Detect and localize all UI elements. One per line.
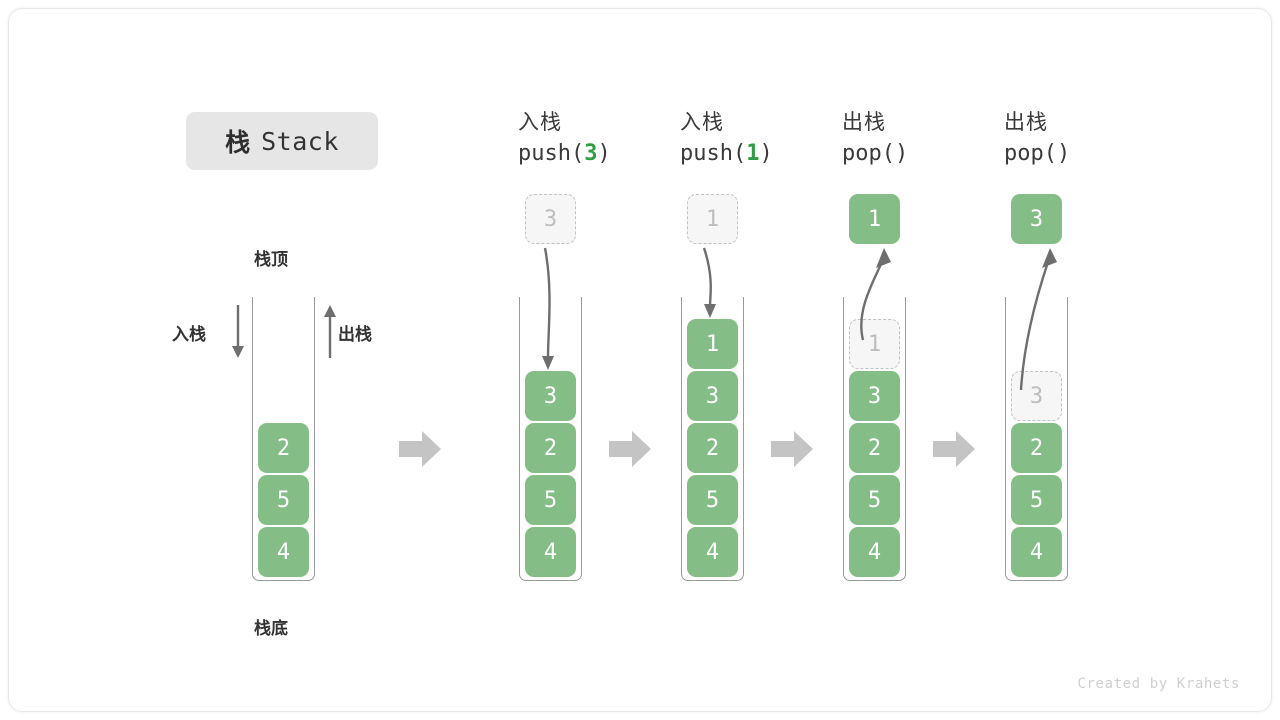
stack-cell: 3 bbox=[849, 371, 900, 421]
stack-container-push-3 bbox=[519, 297, 582, 581]
stack-cell: 2 bbox=[525, 423, 576, 473]
stack-cell: 3 bbox=[525, 371, 576, 421]
caption-cn: 入栈 bbox=[518, 111, 562, 134]
detached-element-pop-3: 3 bbox=[1011, 194, 1062, 244]
caption-pop-1: 出栈 pop() bbox=[842, 108, 1012, 170]
stack-cell: 5 bbox=[849, 475, 900, 525]
caption-function: push(1) bbox=[680, 141, 773, 166]
flow-arrow-3 bbox=[771, 431, 813, 467]
watermark-credit: Created by Krahets bbox=[1077, 676, 1240, 692]
stack-container-push-1 bbox=[681, 297, 744, 581]
flow-arrow-1 bbox=[399, 431, 441, 467]
stack-cell: 4 bbox=[687, 527, 738, 577]
stack-cell: 4 bbox=[849, 527, 900, 577]
stack-cell: 1 bbox=[849, 319, 900, 369]
caption-push-3: 入栈 push(3) bbox=[518, 108, 688, 170]
title-en: Stack bbox=[261, 126, 339, 156]
detached-element-pop-1: 1 bbox=[849, 194, 900, 244]
stack-cell: 5 bbox=[525, 475, 576, 525]
stack-cell: 2 bbox=[258, 423, 309, 473]
stack-cell: 5 bbox=[258, 475, 309, 525]
push-direction-label: 入栈 bbox=[172, 325, 206, 344]
title-cn: 栈 bbox=[225, 129, 251, 157]
caption-function: pop() bbox=[842, 141, 909, 166]
stack-cell: 5 bbox=[1011, 475, 1062, 525]
caption-function: pop() bbox=[1004, 141, 1071, 166]
diagram-title-badge: 栈 Stack bbox=[186, 112, 378, 170]
stack-container-initial bbox=[252, 297, 315, 581]
caption-cn: 出栈 bbox=[842, 111, 886, 134]
stack-bottom-label: 栈底 bbox=[254, 619, 288, 638]
detached-element-push-1: 1 bbox=[687, 194, 738, 244]
stack-cell: 1 bbox=[687, 319, 738, 369]
flow-arrow-2 bbox=[609, 431, 651, 467]
flow-arrow-4 bbox=[933, 431, 975, 467]
stack-cell: 4 bbox=[525, 527, 576, 577]
stack-cell: 2 bbox=[1011, 423, 1062, 473]
caption-push-1: 入栈 push(1) bbox=[680, 108, 850, 170]
caption-cn: 出栈 bbox=[1004, 111, 1048, 134]
caption-pop-3: 出栈 pop() bbox=[1004, 108, 1174, 170]
stack-cell: 4 bbox=[258, 527, 309, 577]
stack-cell: 3 bbox=[1011, 371, 1062, 421]
stack-top-label: 栈顶 bbox=[254, 250, 288, 269]
stack-cell: 2 bbox=[849, 423, 900, 473]
stack-cell: 2 bbox=[687, 423, 738, 473]
caption-function: push(3) bbox=[518, 141, 611, 166]
pop-direction-label: 出栈 bbox=[338, 325, 372, 344]
detached-element-push-3: 3 bbox=[525, 194, 576, 244]
stack-container-pop-1 bbox=[843, 297, 906, 581]
stack-cell: 5 bbox=[687, 475, 738, 525]
stack-cell: 4 bbox=[1011, 527, 1062, 577]
stack-container-pop-3 bbox=[1005, 297, 1068, 581]
caption-cn: 入栈 bbox=[680, 111, 724, 134]
stack-cell: 3 bbox=[687, 371, 738, 421]
